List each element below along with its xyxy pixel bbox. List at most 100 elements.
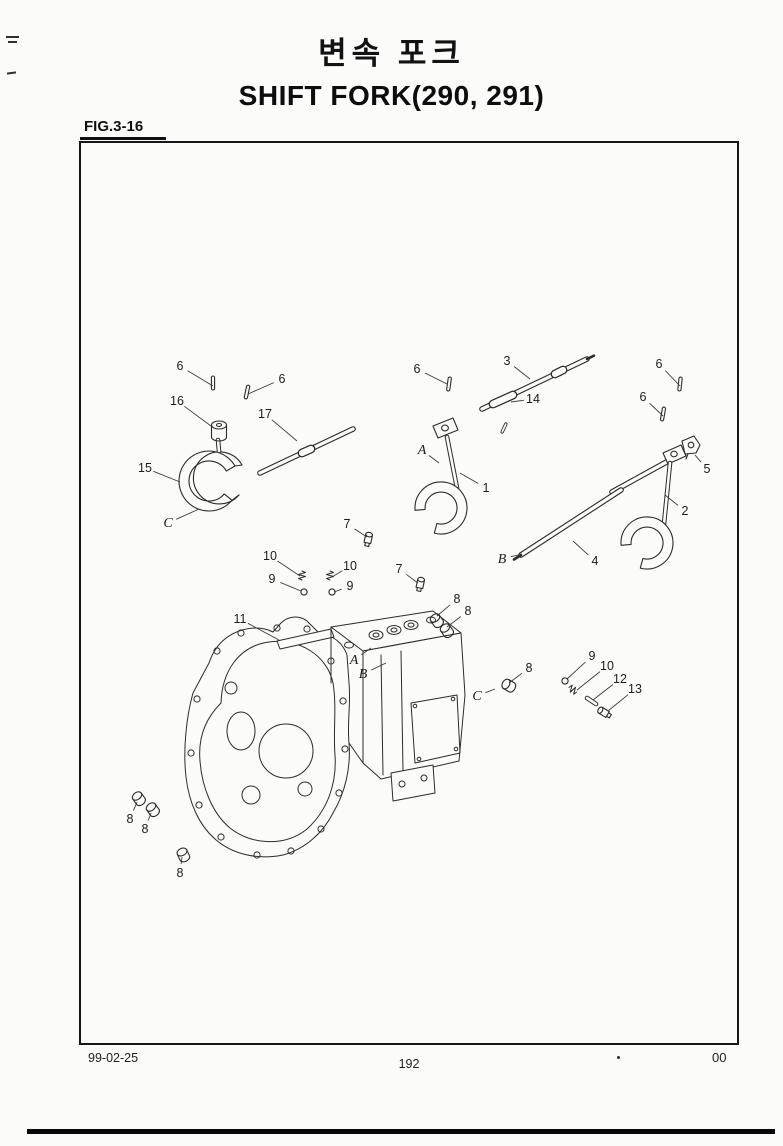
leader-line xyxy=(664,370,681,387)
leader-line xyxy=(485,688,496,694)
title-korean: 변속 포크 xyxy=(318,36,465,71)
callout-16: 16 xyxy=(170,394,184,408)
part-plug-8 xyxy=(175,845,192,864)
callout-8: 8 xyxy=(526,661,533,675)
leader-line xyxy=(428,455,440,464)
footer-date: 99-02-25 xyxy=(88,1051,139,1065)
leader-line xyxy=(576,671,601,691)
part-shift-fork-2 xyxy=(620,444,687,570)
scan-mark xyxy=(6,36,19,38)
callout-8: 8 xyxy=(177,866,184,880)
leader-line xyxy=(277,560,301,577)
leader-line xyxy=(592,684,614,701)
callout-6: 6 xyxy=(414,362,421,376)
leader-line xyxy=(247,382,274,395)
callout-6: 6 xyxy=(656,357,663,371)
leader-line xyxy=(436,604,451,617)
leader-line xyxy=(370,662,387,671)
callout-8: 8 xyxy=(127,812,134,826)
callout-14: 14 xyxy=(526,392,540,406)
part-shift-rail-4 xyxy=(512,487,624,561)
leader-line xyxy=(510,554,519,558)
part-boss-16 xyxy=(210,420,228,442)
part-spring-pin-6 xyxy=(210,375,216,391)
leader-line xyxy=(180,856,183,865)
scan-mark xyxy=(617,1056,620,1059)
leader-line xyxy=(607,694,629,712)
leader-line xyxy=(187,370,214,387)
callout-10: 10 xyxy=(600,659,614,673)
part-ball-9 xyxy=(300,588,308,596)
leader-line xyxy=(649,402,664,417)
part-plug-13 xyxy=(596,705,613,720)
leader-line xyxy=(331,570,343,578)
part-transmission-case xyxy=(184,610,466,859)
callout-1: 1 xyxy=(483,481,490,495)
leader-line xyxy=(271,419,298,442)
callout-13: 13 xyxy=(628,682,642,696)
leader-line xyxy=(572,540,589,556)
footer-revision: 00 xyxy=(712,1050,727,1065)
leader-line xyxy=(513,366,531,380)
callout-11: 11 xyxy=(234,612,247,626)
callout-a: A xyxy=(349,653,359,668)
figure-label-underline xyxy=(80,137,166,140)
callout-6: 6 xyxy=(279,372,286,386)
part-sleeve-14 xyxy=(488,390,518,435)
part-bolt-7 xyxy=(362,531,374,548)
part-shift-fork-1 xyxy=(414,376,468,535)
part-shift-rail-17 xyxy=(257,426,356,476)
leader-line xyxy=(694,454,702,463)
leader-line xyxy=(664,494,679,506)
leader-line xyxy=(508,673,523,684)
callout-b: B xyxy=(359,667,368,682)
part-pin-12 xyxy=(584,695,599,707)
part-plug-8 xyxy=(144,800,162,819)
leader-line xyxy=(459,472,479,484)
footer-page-number: 192 xyxy=(398,1057,420,1071)
callout-10: 10 xyxy=(343,559,357,573)
leader-line xyxy=(354,528,368,538)
callout-6: 6 xyxy=(177,359,184,373)
callout-8: 8 xyxy=(142,822,149,836)
callout-15: 15 xyxy=(138,461,152,475)
leader-line xyxy=(184,405,212,427)
leader-line xyxy=(153,470,181,483)
leader-line xyxy=(247,622,280,641)
callout-2: 2 xyxy=(682,504,689,518)
leader-line xyxy=(405,573,419,584)
leader-lines xyxy=(132,366,702,865)
leader-line xyxy=(280,581,302,592)
leader-line xyxy=(361,647,372,656)
callout-9: 9 xyxy=(589,649,596,663)
part-spring-10 xyxy=(325,570,335,581)
leader-line xyxy=(132,801,138,811)
callout-6: 6 xyxy=(640,390,647,404)
figure-label: FIG.3-16 xyxy=(84,118,144,135)
scan-mark xyxy=(8,41,17,43)
callout-5: 5 xyxy=(704,462,711,476)
callout-c: C xyxy=(472,689,482,704)
callout-4: 4 xyxy=(592,554,599,568)
leader-line xyxy=(446,616,462,628)
callout-12: 12 xyxy=(613,672,627,686)
callout-9: 9 xyxy=(347,579,354,593)
part-spring-pin-6 xyxy=(243,384,251,400)
part-bolt-7 xyxy=(414,576,426,593)
part-plug-8 xyxy=(499,677,518,695)
title-english: SHIFT FORK(290, 291) xyxy=(238,80,545,111)
leader-line xyxy=(147,812,152,821)
callout-7: 7 xyxy=(396,562,403,576)
part-plug-8 xyxy=(130,789,148,808)
callout-3: 3 xyxy=(504,354,511,368)
callout-a: A xyxy=(417,443,427,458)
callout-7: 7 xyxy=(344,517,351,531)
leader-line xyxy=(566,661,586,680)
leader-line xyxy=(333,588,342,593)
callout-8: 8 xyxy=(454,592,461,606)
callout-c: C xyxy=(163,516,173,531)
callout-8: 8 xyxy=(465,604,472,618)
